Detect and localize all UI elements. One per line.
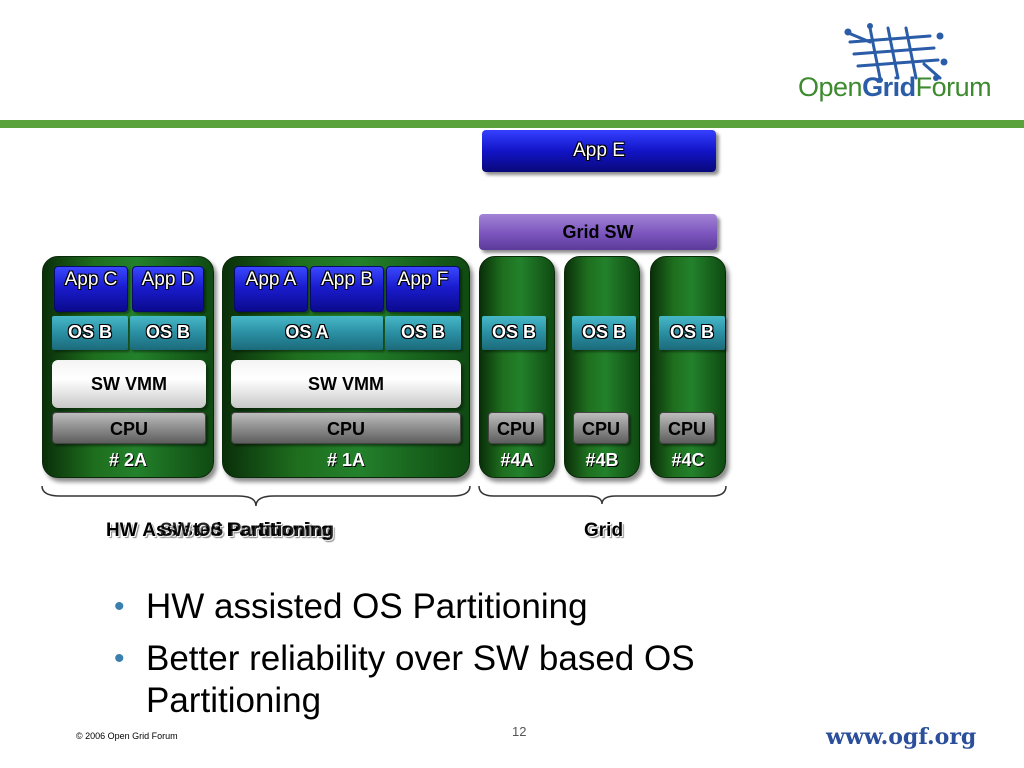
caption-hw-assisted: HW Assisted Partitioning — [106, 520, 333, 541]
app-e-box: App E — [482, 130, 716, 172]
host-label: #4A — [500, 450, 534, 470]
sw-vmm-box: SW VMM — [231, 360, 461, 408]
copyright: © 2006 Open Grid Forum — [76, 731, 178, 741]
app-c-box: App C — [54, 266, 128, 312]
os-b-box: OS B — [130, 316, 206, 350]
os-b-box: OS B — [482, 316, 546, 350]
os-b-box: OS B — [659, 316, 725, 350]
cpu-box: CPU — [573, 412, 629, 444]
host-label: #4B — [585, 450, 619, 470]
grid-sw-box: Grid SW — [479, 214, 717, 250]
host-label: # 2A — [108, 450, 148, 470]
bullet-item: •Better reliability over SW based OS Par… — [114, 639, 695, 720]
cpu-box: CPU — [52, 412, 206, 444]
host-label: #4C — [671, 450, 705, 470]
cpu-box: CPU — [659, 412, 715, 444]
sw-vmm-box: SW VMM — [52, 360, 206, 408]
ogf-grid-logo-icon — [844, 23, 948, 83]
os-a-box: OS A — [231, 316, 383, 350]
caption-grid: Grid — [584, 520, 624, 541]
website-url: www.ogf.org — [826, 724, 977, 750]
app-d-box: App D — [132, 266, 204, 312]
app-a-box: App A — [234, 266, 308, 312]
page-number: 12 — [512, 724, 527, 739]
app-b-box: App B — [310, 266, 384, 312]
cpu-box: CPU — [488, 412, 544, 444]
os-b-box: OS B — [52, 316, 128, 350]
bullet-item: •HW assisted OS Partitioning — [114, 587, 588, 626]
os-b-box: OS B — [385, 316, 461, 350]
host-label: # 1A — [326, 450, 366, 470]
header-divider — [0, 120, 1024, 128]
caption-sw-os: SW OS Partitioning — [160, 520, 335, 541]
os-b-box: OS B — [572, 316, 636, 350]
bullet-list: •HW assisted OS Partitioning •Better rel… — [110, 586, 810, 732]
app-f-box: App F — [386, 266, 460, 312]
ogf-logo-text: OpenGridForum — [798, 72, 992, 102]
cpu-box: CPU — [231, 412, 461, 444]
